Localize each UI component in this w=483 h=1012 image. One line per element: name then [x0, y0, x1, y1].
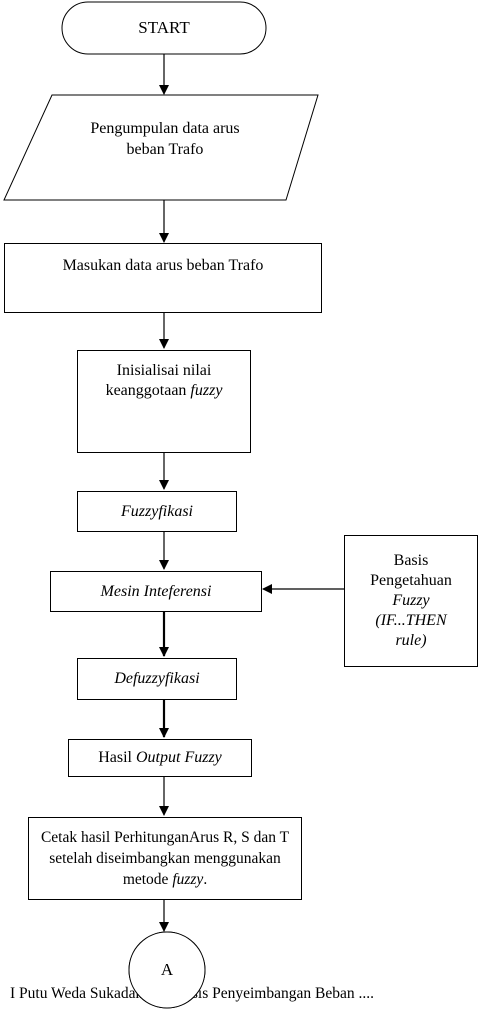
init-membership-box: Inisialisai nilai keanggotaan fuzzy: [77, 350, 251, 453]
inference-engine-box: Mesin Inteferensi: [50, 571, 262, 612]
page-footer: I Putu Weda Sukadana: Analisis Penyeimba…: [10, 985, 374, 1002]
print-results-box: Cetak hasil PerhitunganArus R, S dan T s…: [28, 817, 302, 900]
defuzzyfikasi-box: Defuzzyfikasi: [77, 658, 237, 700]
offpage-connector-label: A: [160, 960, 174, 979]
init-membership-label: Inisialisai nilai keanggotaan fuzzy: [105, 362, 223, 399]
input-data-box: Masukan data arus beban Trafo: [4, 243, 322, 313]
data-collection-label: Pengumpulan data arus beban Trafo: [90, 120, 240, 158]
data-collection-parallelogram: [3, 94, 319, 201]
knowledge-base-box: Basis Pengetahuan Fuzzy (IF...THEN rule): [344, 535, 478, 667]
fuzzy-output-box: Hasil Output Fuzzy: [68, 739, 252, 777]
start-label: START: [138, 18, 190, 37]
fuzzyfikasi-box: Fuzzyfikasi: [77, 491, 237, 532]
